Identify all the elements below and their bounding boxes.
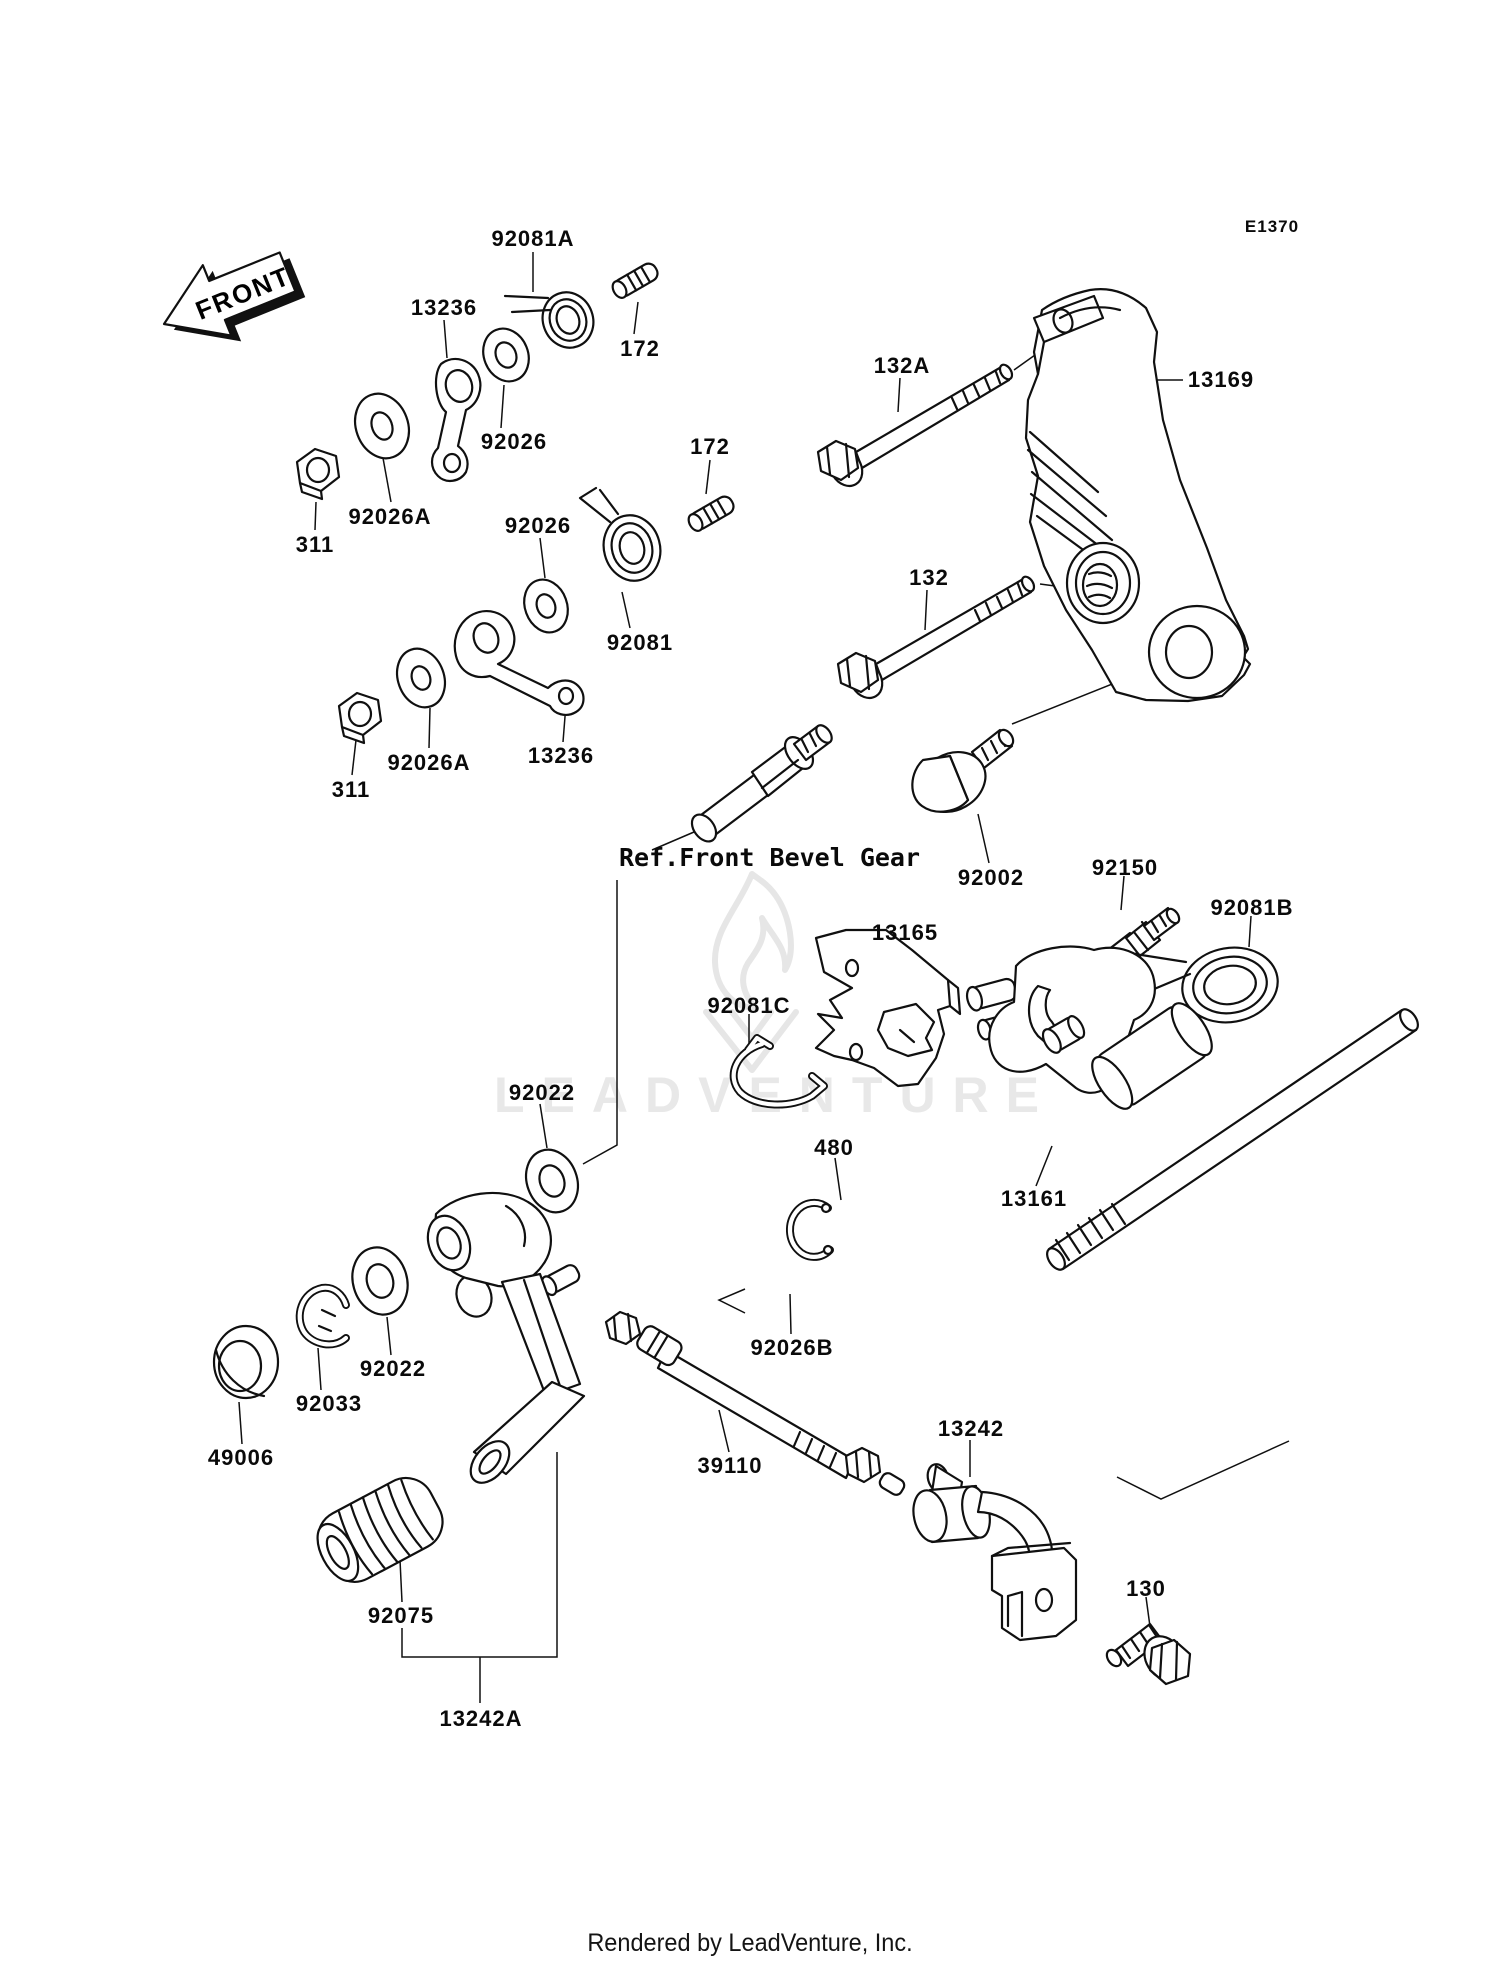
- part-label-92081: 92081: [606, 630, 674, 655]
- part-label-172-2: 172: [690, 434, 730, 459]
- watermark-text: LEADVENTURE: [493, 1067, 1057, 1123]
- part-92033-eclip: [295, 1283, 350, 1349]
- part-label-13242: 13242: [937, 1416, 1005, 1441]
- part-92075-rubber: [316, 1476, 444, 1583]
- part-label-13236-1: 13236: [410, 295, 478, 320]
- part-92026-washer-1: [482, 327, 530, 383]
- part-label-92026a-1: 92026A: [348, 504, 432, 529]
- part-172-pin-2: [687, 495, 735, 532]
- part-13169-bracket: [1024, 288, 1252, 703]
- part-92022-washer-1: [524, 1148, 580, 1214]
- ref-front-bevel-gear-shaft: [690, 724, 833, 843]
- part-label-39110: 39110: [697, 1453, 763, 1478]
- part-label-13161: 13161: [1000, 1186, 1068, 1211]
- part-132-bolt: [836, 575, 1036, 700]
- part-label-92150: 92150: [1091, 855, 1159, 880]
- part-92081a-spring: [503, 291, 595, 349]
- part-label-132: 132: [909, 565, 949, 590]
- part-label-311-1: 311: [295, 532, 335, 557]
- part-label-92026-1: 92026: [480, 429, 548, 454]
- part-92022-washer-2: [351, 1246, 409, 1316]
- part-49006-cap: [212, 1324, 280, 1400]
- part-92081c-clip: [729, 1034, 828, 1109]
- part-label-92081b: 92081B: [1210, 895, 1294, 920]
- part-label-92026a-2: 92026A: [387, 750, 471, 775]
- part-13242a-pedal: [426, 1191, 586, 1484]
- part-label-13242a: 13242A: [439, 1706, 523, 1731]
- part-label-130: 130: [1126, 1576, 1166, 1601]
- part-label-480: 480: [814, 1135, 854, 1160]
- part-92081b-spring: [1120, 946, 1279, 1024]
- part-13165-plate: [814, 928, 962, 1088]
- part-label-92022-2: 92022: [359, 1356, 427, 1381]
- part-label-92081c: 92081C: [707, 993, 791, 1018]
- part-label-49006: 49006: [207, 1445, 275, 1470]
- part-label-13169: 13169: [1187, 367, 1255, 392]
- part-label-172-1: 172: [620, 336, 660, 361]
- part-13236-lever-1: [430, 357, 482, 482]
- ref-note: Ref.Front Bevel Gear: [619, 843, 921, 872]
- part-label-92026b: 92026B: [750, 1335, 834, 1360]
- part-label-311-2: 311: [331, 777, 371, 802]
- part-label-92002: 92002: [957, 865, 1025, 890]
- part-label-92026-2: 92026: [504, 513, 572, 538]
- part-label-92022-1: 92022: [508, 1080, 576, 1105]
- part-39110-rod: [604, 1310, 906, 1496]
- part-label-92081a: 92081A: [491, 226, 575, 251]
- part-92026a-washer-2: [395, 647, 447, 709]
- part-13161-shaft: [965, 945, 1419, 1271]
- part-311-nut-2: [337, 691, 383, 745]
- part-label-92033: 92033: [295, 1391, 363, 1416]
- part-172-pin-1: [611, 262, 659, 299]
- part-label-132a: 132A: [873, 353, 931, 378]
- part-label-13236-2: 13236: [527, 743, 595, 768]
- footer-credit: Rendered by LeadVenture, Inc.: [587, 1929, 913, 1957]
- part-13236-lever-2: [453, 610, 585, 716]
- part-92026a-washer-1: [353, 392, 411, 460]
- front-arrow: FRONT: [162, 251, 306, 342]
- part-480-circlip: [785, 1198, 834, 1261]
- part-92081-spring: [578, 486, 662, 582]
- part-label-92075: 92075: [367, 1603, 435, 1628]
- part-130-bolt: [1105, 1622, 1192, 1686]
- part-92002-bolt: [911, 728, 1015, 814]
- part-13242-lever: [912, 1463, 1078, 1642]
- part-92026-washer-2: [523, 578, 569, 634]
- part-132a-bolt: [816, 363, 1014, 488]
- part-311-nut-1: [295, 447, 341, 501]
- part-label-13165: 13165: [871, 920, 939, 945]
- page-code: E1370: [1244, 217, 1300, 236]
